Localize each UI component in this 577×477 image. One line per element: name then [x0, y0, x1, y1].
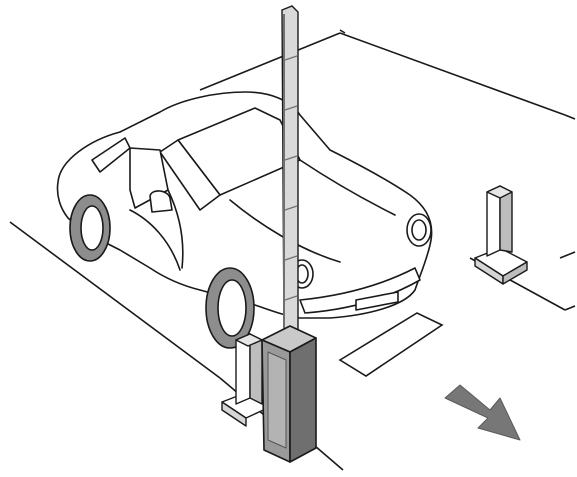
- car-mirror: [149, 190, 173, 213]
- boom-arm: [281, 5, 299, 335]
- gate-side: [289, 337, 317, 463]
- car-bumper: [299, 267, 421, 314]
- boom-arm-stripes: [284, 55, 298, 301]
- stop-line-marking: [338, 312, 444, 377]
- ticket-dispenser: [221, 333, 273, 427]
- exit-arrow-icon: [444, 384, 521, 441]
- car-rear-window: [91, 137, 131, 173]
- pedestal-post: [474, 185, 528, 285]
- car: [56, 91, 433, 319]
- car-license-plate: [355, 291, 399, 311]
- barrier-gate: [261, 325, 317, 463]
- car-wheels: [69, 194, 255, 349]
